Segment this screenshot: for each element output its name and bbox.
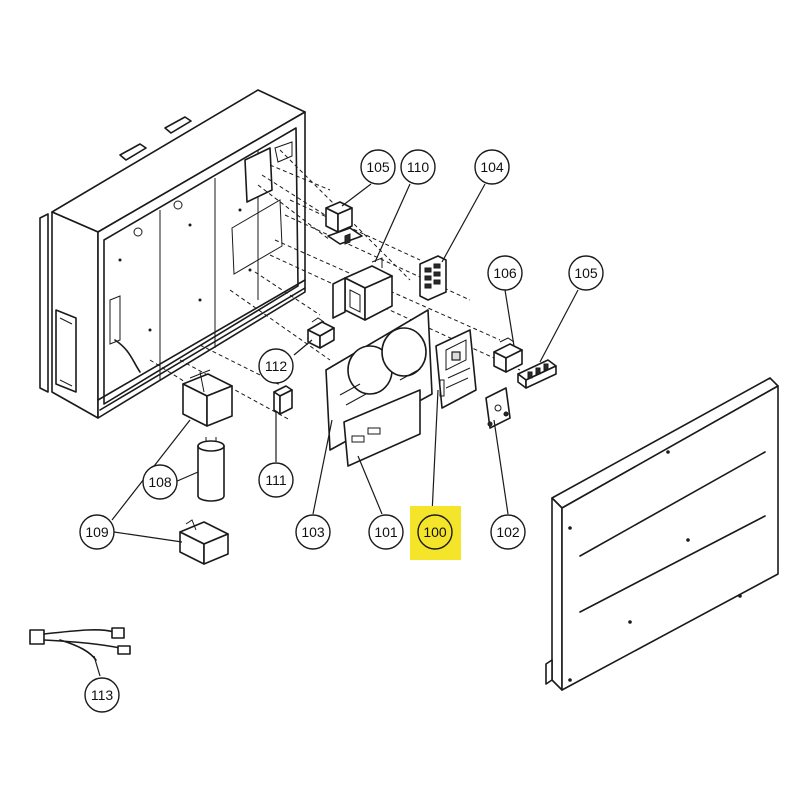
callout-110-label: 110 [407, 159, 430, 175]
callout-102: 102 [490, 514, 526, 550]
callout-102-label: 102 [496, 524, 520, 540]
callout-112-label: 112 [265, 358, 288, 374]
callout-103-label: 103 [301, 524, 325, 540]
part-105-terminal-strip [517, 359, 557, 389]
part-110-transformer [332, 257, 393, 321]
part-111-bracket [273, 385, 293, 415]
callout-103: 103 [295, 514, 331, 550]
callout-104-label: 104 [480, 159, 504, 175]
part-109-capacitor-bracket-top [182, 369, 233, 427]
callout-101-label: 101 [374, 524, 398, 540]
callout-113: 113 [84, 677, 120, 713]
part-112-fuse-holder [307, 317, 335, 349]
callout-106: 106 [487, 255, 523, 291]
part-109-capacitor-bracket-bottom [179, 519, 229, 565]
callout-106-label: 106 [493, 265, 517, 281]
part-102-small-board [485, 387, 511, 429]
callout-107-label: 105 [366, 159, 390, 175]
callout-110: 110 [400, 149, 436, 185]
part-106-contactor [493, 337, 523, 373]
housing-fastener-dots [118, 208, 252, 332]
main-housing [39, 89, 306, 419]
callout-104: 104 [474, 149, 510, 185]
callout-100-label: 100 [423, 524, 447, 540]
part-100-main-control-board [435, 329, 477, 409]
callout-113-label: 113 [91, 687, 114, 703]
callout-101: 101 [368, 514, 404, 550]
part-107-relay [325, 201, 363, 245]
callout-100-highlighted: 100 [410, 506, 461, 560]
callout-112: 112 [258, 348, 294, 384]
callout-107: 105 [360, 149, 396, 185]
callout-111: 111 [258, 462, 294, 498]
part-104-terminal-block [419, 255, 447, 301]
callout-111-label: 111 [265, 472, 286, 488]
callout-109: 109 [79, 514, 115, 550]
part-108-run-capacitor [197, 437, 225, 502]
callout-108-label: 108 [148, 474, 172, 490]
callout-105: 105 [568, 255, 604, 291]
part-103-pcb-with-capacitors [325, 309, 433, 451]
callout-108: 108 [142, 464, 178, 500]
callout-109-label: 109 [85, 524, 109, 540]
part-113-wire-harness [29, 627, 131, 661]
front-cover-panel [545, 377, 779, 691]
part-101-pcb [343, 389, 421, 467]
callout-105-label: 105 [574, 265, 598, 281]
